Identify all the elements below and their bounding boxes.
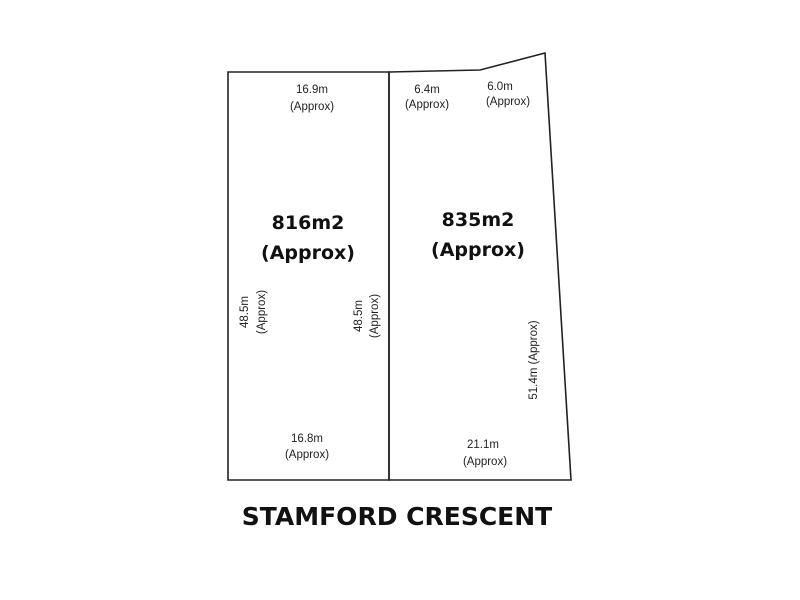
lot-right-boundary bbox=[388, 51, 572, 481]
lot-right-top-right-width: 6.0m bbox=[487, 81, 513, 93]
lot-left-boundary bbox=[227, 71, 390, 481]
lot-right-right-depth: 51.4m (Approx) bbox=[528, 320, 540, 399]
lot-left-bottom-width: 16.8m bbox=[291, 433, 323, 445]
lot-right-top-left-width-note: (Approx) bbox=[405, 99, 449, 111]
lot-left-left-depth-note: (Approx) bbox=[256, 290, 268, 334]
lot-left-left-depth: 48.5m bbox=[239, 296, 251, 328]
lot-left-area: 816m2 bbox=[272, 212, 345, 234]
lot-left-right-depth: 48.5m bbox=[353, 300, 365, 332]
lot-left-bottom-width-note: (Approx) bbox=[285, 449, 329, 461]
lot-left-area-note: (Approx) bbox=[261, 242, 355, 264]
lot-right-bottom-width-note: (Approx) bbox=[463, 456, 507, 468]
street-name: STAMFORD CRESCENT bbox=[242, 502, 552, 531]
lot-right-top-right-width-note: (Approx) bbox=[486, 96, 530, 108]
lot-right-top-left-width: 6.4m bbox=[414, 84, 440, 96]
lot-left-right-depth-note: (Approx) bbox=[369, 294, 381, 338]
lot-left-top-width-note: (Approx) bbox=[290, 101, 334, 113]
lot-left-top-width: 16.9m bbox=[296, 84, 328, 96]
lot-right-area-note: (Approx) bbox=[431, 239, 525, 261]
lot-right-bottom-width: 21.1m bbox=[467, 439, 499, 451]
lot-right-area: 835m2 bbox=[442, 209, 515, 231]
